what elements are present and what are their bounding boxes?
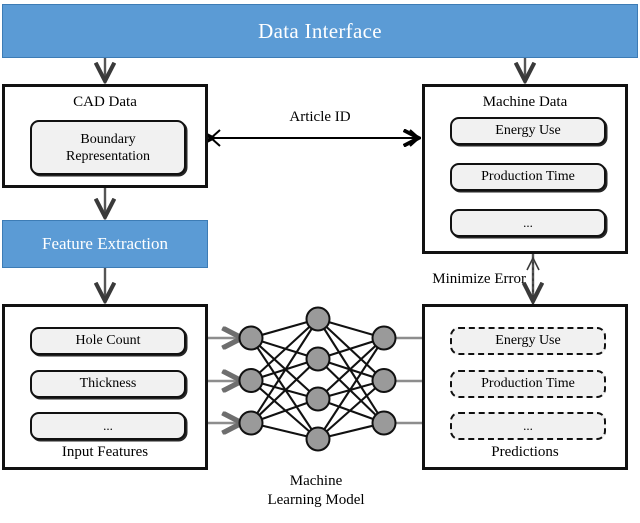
- data-interface-banner: Data Interface: [2, 4, 638, 58]
- chip-label: ...: [103, 418, 113, 433]
- nn-node-output-1: [371, 325, 397, 351]
- input-features-box: Hole Count Thickness ... Input Features: [2, 304, 208, 470]
- machine-learning-model-caption: Machine Learning Model: [236, 472, 396, 510]
- chip-prediction-production-time: Production Time: [450, 370, 606, 398]
- nn-node-hidden-4: [305, 426, 331, 452]
- nn-node-input-3: [238, 410, 264, 436]
- chip-input-ellipsis: ...: [30, 412, 186, 440]
- neural-network-edges: [250, 317, 385, 441]
- predictions-box: Energy Use Production Time ... Predictio…: [422, 304, 628, 470]
- model-caption-line-2: Learning Model: [267, 492, 365, 508]
- nn-node-hidden-2: [305, 346, 331, 372]
- chip-line-1: Boundary: [80, 131, 136, 147]
- article-id-label: Article ID: [289, 109, 351, 125]
- chip-label: ...: [523, 215, 533, 230]
- minimize-error-label: Minimize Error: [432, 271, 526, 287]
- chip-machine-production-time: Production Time: [450, 163, 606, 191]
- chip-input-hole-count: Hole Count: [30, 327, 186, 355]
- chip-label: Production Time: [481, 376, 575, 391]
- nn-node-hidden-1: [305, 306, 331, 332]
- nn-node-output-3: [371, 410, 397, 436]
- chip-prediction-ellipsis: ...: [450, 412, 606, 440]
- chip-boundary-representation: Boundary Representation: [30, 120, 186, 175]
- cad-data-box: CAD Data Boundary Representation: [2, 84, 208, 188]
- chip-label: ...: [523, 418, 533, 433]
- chip-line-2: Representation: [66, 148, 150, 164]
- feature-extraction-box: Feature Extraction: [2, 220, 208, 268]
- arrow-article-id: [211, 130, 419, 146]
- nn-node-input-1: [238, 325, 264, 351]
- chip-label: Energy Use: [495, 333, 561, 348]
- chip-input-thickness: Thickness: [30, 370, 186, 398]
- neural-network-nodes: [238, 306, 397, 452]
- nn-node-input-2: [238, 368, 264, 393]
- nn-node-hidden-3: [305, 386, 331, 412]
- chip-machine-ellipsis: ...: [450, 209, 606, 237]
- cad-data-title: CAD Data: [73, 94, 137, 110]
- chip-label: Energy Use: [495, 123, 561, 138]
- chip-label: Production Time: [481, 169, 575, 184]
- model-caption-line-1: Machine: [289, 473, 343, 489]
- chip-machine-energy-use: Energy Use: [450, 117, 606, 145]
- data-interface-label: Data Interface: [258, 18, 382, 43]
- machine-data-box: Machine Data Energy Use Production Time …: [422, 84, 628, 254]
- chip-label: Thickness: [79, 376, 137, 391]
- nn-node-output-2: [371, 368, 397, 393]
- chip-label: Hole Count: [75, 333, 141, 348]
- predictions-title: Predictions: [491, 444, 559, 460]
- feature-extraction-label: Feature Extraction: [41, 234, 169, 253]
- machine-data-title: Machine Data: [482, 94, 568, 110]
- chip-prediction-energy-use: Energy Use: [450, 327, 606, 355]
- input-features-title: Input Features: [61, 444, 149, 460]
